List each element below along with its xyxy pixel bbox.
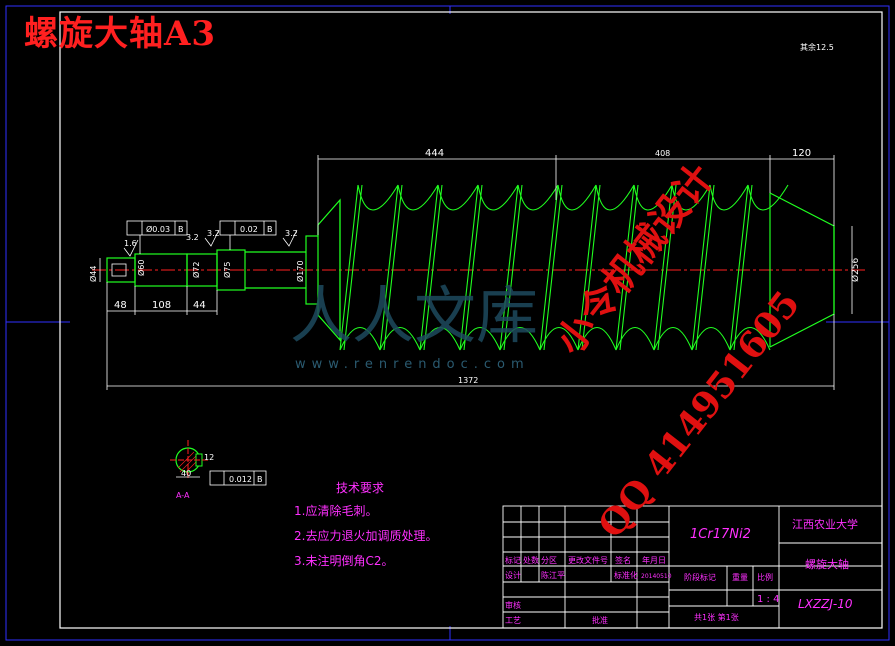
left-shaft-outline bbox=[106, 235, 319, 305]
tolerance-texts: Ø0.03 B 0.02 B 0.012 B 1.6 3.2 3.2 3.2 其… bbox=[124, 42, 834, 484]
roughness-symbols bbox=[123, 229, 298, 257]
dim-108: 108 bbox=[152, 300, 171, 311]
tb-review-label: 审核 bbox=[505, 600, 521, 610]
tech-item-2: 2.去应力退火加调质处理。 bbox=[294, 528, 437, 543]
watermark-renrendoc-cn: 人人文库 bbox=[290, 279, 539, 352]
roughness-note: 其余12.5 bbox=[800, 42, 834, 52]
tb-date: 20140510 bbox=[641, 573, 672, 580]
tb-designer: 陈江平 bbox=[541, 570, 565, 580]
section-dim-40: 40 bbox=[181, 469, 191, 478]
tb-scale: 1 : 4 bbox=[757, 594, 779, 605]
tech-requirements: 技术要求 1.应清除毛刺。 2.去应力退火加调质处理。 3.未注明倒角C2。 bbox=[294, 481, 437, 568]
roughness-3: 3.2 bbox=[285, 229, 298, 238]
tol1-value: Ø0.03 bbox=[146, 224, 170, 234]
drawing-title: 螺旋大轴A3 bbox=[24, 14, 217, 54]
tech-item-1: 1.应清除毛刺。 bbox=[294, 503, 377, 518]
dimension-texts: 444 408 120 1372 48 108 44 Ø256 Ø170 Ø75… bbox=[88, 148, 861, 385]
dim-phi-left: Ø44 bbox=[88, 266, 98, 282]
tb-label-1: 处数 bbox=[523, 555, 539, 565]
watermark-url: www.renrendoc.com bbox=[295, 357, 530, 372]
tb-label-0: 标记 bbox=[505, 555, 521, 565]
tb-stage-label: 阶段标记 bbox=[684, 572, 716, 582]
tolerance-frames bbox=[126, 220, 277, 486]
dim-phi170: Ø170 bbox=[295, 260, 305, 282]
dim-phi75: Ø75 bbox=[222, 262, 232, 278]
dim-444: 444 bbox=[425, 148, 444, 159]
tol2-value: 0.02 bbox=[240, 225, 258, 234]
tb-scale-label: 比例 bbox=[757, 572, 773, 582]
section-view: 40 12 A-A bbox=[170, 440, 214, 500]
dim-48: 48 bbox=[114, 300, 127, 311]
roughness-1: 1.6 bbox=[124, 239, 137, 248]
roughness-2: 3.2 bbox=[207, 229, 220, 238]
tol3-datum: B bbox=[257, 475, 263, 484]
tol2-datum: B bbox=[267, 225, 273, 234]
tb-material: 1Cr17Ni2 bbox=[690, 527, 751, 542]
dim-44: 44 bbox=[193, 300, 206, 311]
section-dim-12: 12 bbox=[204, 453, 214, 462]
tb-design-label: 设计 bbox=[505, 570, 521, 580]
tb-label-4: 签名 bbox=[615, 555, 631, 565]
tb-approve-label: 批准 bbox=[592, 615, 608, 625]
tb-label-3: 更改文件号 bbox=[568, 555, 608, 565]
tol1-datum: B bbox=[178, 225, 184, 234]
dim-1372: 1372 bbox=[458, 376, 478, 385]
title-block-texts: 1Cr17Ni2 江西农业大学 螺旋大轴 LXZZJ-10 标记 处数 分区 更… bbox=[505, 517, 858, 625]
sheet-outer-border bbox=[5, 5, 890, 641]
screw-body-outline bbox=[317, 192, 835, 348]
dim-phi60: Ø60 bbox=[136, 260, 146, 276]
drawing-frame bbox=[59, 11, 883, 629]
dim-phi72: Ø72 bbox=[191, 262, 201, 278]
dimension-lines bbox=[99, 155, 853, 390]
tb-sheets: 共1张 第1张 bbox=[694, 612, 739, 622]
screw-flight-path bbox=[339, 184, 789, 351]
tb-process-label: 工艺 bbox=[505, 616, 521, 625]
dim-phi256: Ø256 bbox=[850, 257, 861, 282]
tech-item-3: 3.未注明倒角C2。 bbox=[294, 553, 393, 568]
tb-label-2: 分区 bbox=[541, 556, 557, 565]
tech-heading: 技术要求 bbox=[336, 481, 384, 495]
title-block-grid bbox=[502, 505, 883, 629]
tb-standard-label: 标准化 bbox=[614, 570, 638, 580]
screw-flights bbox=[339, 184, 789, 351]
dim-408: 408 bbox=[655, 149, 670, 158]
tb-part-name: 螺旋大轴 bbox=[805, 557, 849, 571]
section-label: A-A bbox=[176, 491, 190, 500]
tb-weight-label: 重量 bbox=[732, 572, 748, 582]
tol3-value: 0.012 bbox=[229, 475, 252, 484]
roughness-4: 3.2 bbox=[186, 233, 199, 242]
tb-label-5: 年月日 bbox=[642, 555, 666, 565]
dim-120: 120 bbox=[792, 148, 811, 159]
tb-drawing-no: LXZZJ-10 bbox=[798, 597, 853, 611]
tb-university: 江西农业大学 bbox=[792, 517, 858, 531]
